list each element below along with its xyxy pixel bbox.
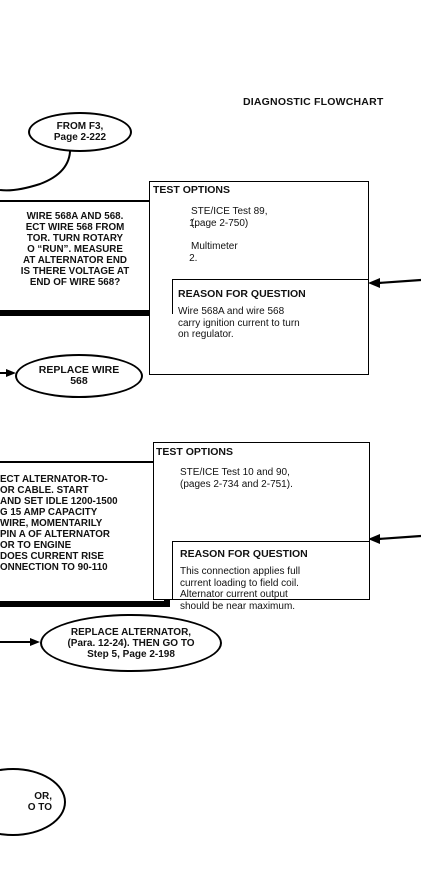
right-arrow-1-line <box>377 278 421 285</box>
test-option-1-1: 1. <box>178 206 199 241</box>
test-options-panel-2 <box>153 442 370 600</box>
from-reference-text: FROM F3, Page 2-222 <box>53 121 107 143</box>
test-option-1-2-text: Multimeter <box>191 241 238 252</box>
panel-2-divider <box>172 541 370 542</box>
question-2-text: ECT ALTERNATOR-TO- OR CABLE. START AND S… <box>0 474 118 573</box>
arrowhead-replace-wire <box>6 369 16 377</box>
right-arrow-2-line <box>377 534 421 541</box>
replace-wire-text: REPLACE WIRE 568 <box>38 364 120 387</box>
test-options-panel-1 <box>149 181 369 375</box>
connector-from-oval <box>0 145 72 192</box>
panel-2-left-rule <box>172 541 173 599</box>
test-options-title-2: TEST OPTIONS <box>156 446 234 458</box>
question-1-text: WIRE 568A AND 568. ECT WIRE 568 FROM TOR… <box>20 211 130 288</box>
arrowhead-replace-alt <box>30 638 40 646</box>
from-reference-oval: FROM F3, Page 2-222 <box>28 112 132 152</box>
test-option-1-1-num: 1. <box>189 217 198 229</box>
replace-alternator-oval: REPLACE ALTERNATOR, (Para. 12-24). THEN … <box>40 614 222 672</box>
test-option-1-2: 2. <box>178 241 199 276</box>
right-arrow-2-head <box>368 534 380 544</box>
right-arrow-1-head <box>368 278 380 288</box>
replace-alternator-text: REPLACE ALTERNATOR, (Para. 12-24). THEN … <box>67 626 195 660</box>
reason-text-2: This connection applies full current loa… <box>180 566 301 612</box>
reason-title-1: REASON FOR QUESTION <box>178 288 306 300</box>
test-options-text-2: STE/ICE Test 10 and 90, (pages 2-734 and… <box>180 467 293 490</box>
panel-1-left-rule <box>172 279 173 314</box>
replace-wire-oval: REPLACE WIRE 568 <box>15 354 143 398</box>
test-option-1-1-text: STE/ICE Test 89, (page 2-750) <box>191 206 268 229</box>
reason-title-2: REASON FOR QUESTION <box>180 548 308 560</box>
page-title: DIAGNOSTIC FLOWCHART <box>243 96 384 108</box>
panel-1-divider <box>172 279 369 280</box>
test-options-title-1: TEST OPTIONS <box>153 184 231 196</box>
reason-text-1: Wire 568A and wire 568 carry ignition cu… <box>178 306 300 340</box>
test-option-1-2-num: 2. <box>189 252 198 264</box>
bottom-partial-text: OR, O TO <box>27 791 52 813</box>
